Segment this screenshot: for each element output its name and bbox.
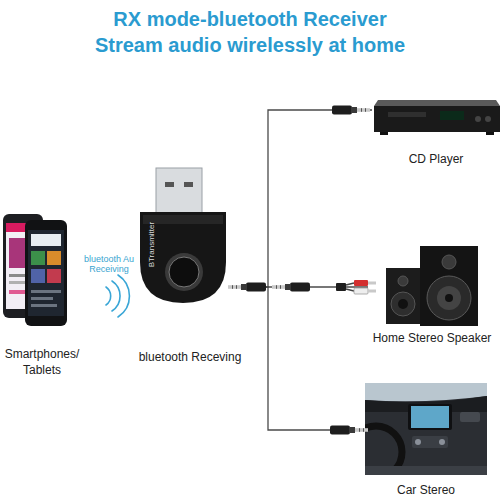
phone-body [25,220,67,326]
usb-hole [184,182,193,187]
speaker-tweeter [398,276,408,286]
speaker-illustration [386,246,478,326]
audio-plug [332,106,370,115]
speaker-cabinet [420,246,478,326]
disc-tray [388,112,426,117]
rca-plug-red [354,280,368,286]
node-label: Car Stereo [397,482,455,498]
app-thumbnail [31,251,45,265]
audio-plug [228,283,266,292]
speaker-woofer [427,276,471,320]
car-knob [415,439,421,445]
cd-player-front [374,106,500,132]
receiver-illustration [140,168,226,303]
wireless-waves [106,275,129,317]
audio-cable [250,110,372,287]
speaker-tweeter [442,255,456,269]
diagram-title: RX mode-bluetooth Receiver Stream audio … [30,6,470,58]
speaker-cone [398,299,408,309]
device-node: Car Stereo [365,383,487,498]
car-console [365,466,487,475]
speaker-woofer [391,292,415,316]
signal-label: bluetooth Au Receiving [79,254,139,275]
car-screen-frame [408,404,452,430]
car-screen [411,406,449,428]
car-windshield [365,383,487,401]
car-vent [460,412,480,422]
rca-plug-white [354,288,368,294]
audio-plug [272,283,310,292]
usb-connector [156,168,202,218]
device-marking: BTransmitter [147,210,156,280]
device-node: Home Stereo Speaker [368,240,496,346]
audio-plug [330,426,368,435]
device-node: CD Player [372,95,500,167]
receiver-button-ring [165,253,203,291]
audio-cable [250,287,365,430]
cd-display [440,111,464,120]
node-label: CD Player [409,151,464,167]
app-text-line [31,304,57,307]
wave-arc [112,281,120,311]
cd-foot [380,132,388,135]
cable-splitter [336,283,346,291]
node-label: bluetooth Receving [139,349,242,365]
car-knob [439,439,445,445]
app-thumbnail [31,269,45,283]
node-label: Smartphones/ Tablets [0,346,84,378]
cd-player-illustration [374,100,500,135]
speaker-cap [445,294,453,302]
app-thumbnail [47,269,61,283]
cd-player-top [374,100,500,106]
car-stereo-illustration [365,383,487,475]
cd-foot [486,132,494,135]
node-label: Home Stereo Speaker [373,330,492,346]
cd-button [485,116,491,122]
usb-hole [165,182,174,187]
car-controls [412,436,448,448]
app-text-line [31,297,53,300]
rca-wire [346,283,354,291]
app-header [31,234,61,246]
app-text-line [31,290,61,293]
cd-button [475,116,481,122]
rca-tip [368,282,376,285]
speaker-cone [437,286,461,310]
app-thumbnail [47,251,61,265]
smartphone-illustration [3,214,67,326]
rca-tip [368,290,376,293]
wave-arc [106,287,111,305]
wave-arc [118,275,129,317]
device-node: Smartphones/ Tablets [0,210,84,378]
receiver-button [169,257,199,287]
phone-screen [28,230,64,316]
speaker-cabinet [386,268,420,324]
